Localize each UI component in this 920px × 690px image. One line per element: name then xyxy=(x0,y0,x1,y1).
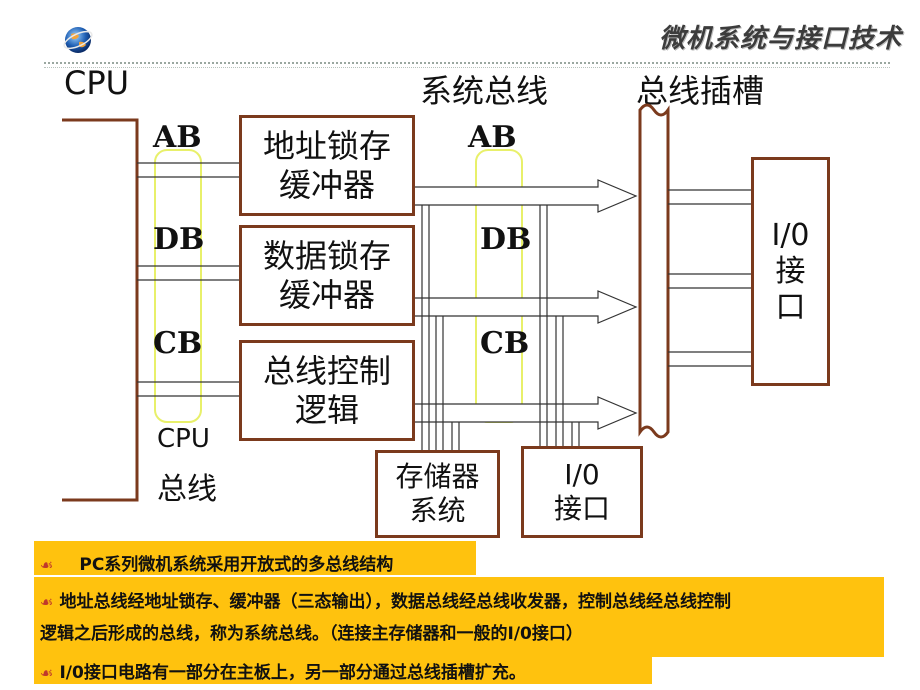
address-latch-box: 地址锁存 缓冲器 xyxy=(239,115,415,216)
note-text-2: 地址总线经地址锁存、缓冲器（三态输出），数据总线经总线收发器，控制总线经总线控制 xyxy=(59,592,731,612)
note-text-4: I/0接口电路有一部分在主板上，另一部分通过总线插槽扩充。 xyxy=(59,663,526,683)
right-cb-label: CB xyxy=(480,326,530,361)
address-latch-label: 地址锁存 缓冲器 xyxy=(262,127,391,204)
bus-control-label: 总线控制 逻辑 xyxy=(262,352,391,429)
left-cb-label: CB xyxy=(153,326,203,361)
io-interface-bottom-label: I/0 接口 xyxy=(553,458,610,525)
cpu-label: CPU xyxy=(64,64,130,102)
bus-control-box: 总线控制 逻辑 xyxy=(239,340,415,441)
globe-icon xyxy=(62,24,94,56)
note-bullet-icon: ☙ xyxy=(40,664,54,682)
slot-label: 总线插槽 xyxy=(636,72,765,110)
io-interface-right-label: I/0 接 口 xyxy=(771,217,810,325)
data-latch-box: 数据锁存 缓冲器 xyxy=(239,225,415,326)
note-bullet-icon: ☙ xyxy=(40,593,54,611)
header-title: 微机系统与接口技术 xyxy=(658,24,902,54)
right-db-label: DB xyxy=(480,222,532,257)
note-line-4: ☙ I/0接口电路有一部分在主板上，另一部分通过总线插槽扩充。 xyxy=(34,654,652,684)
memory-system-label: 存储器 系统 xyxy=(395,460,480,527)
io-interface-right-box: I/0 接 口 xyxy=(751,157,830,386)
data-latch-label: 数据锁存 缓冲器 xyxy=(262,237,391,314)
system-bus-label: 系统总线 xyxy=(420,72,549,110)
note-line-1: ☙ PC系列微机系统采用开放式的多总线结构 xyxy=(34,541,476,575)
cpu-bus-caption-line1: CPU xyxy=(157,424,210,454)
header-divider-2 xyxy=(44,67,890,68)
left-db-label: DB xyxy=(153,222,205,257)
note-text-3: 逻辑之后形成的总线，称为系统总线。（连接主存储器和一般的I/0接口） xyxy=(40,624,583,644)
memory-system-box: 存储器 系统 xyxy=(375,450,500,538)
left-ab-label: AB xyxy=(153,120,202,155)
note-bullet-icon: ☙ xyxy=(40,556,54,574)
note-block-2: ☙ 地址总线经地址锁存、缓冲器（三态输出），数据总线经总线收发器，控制总线经总线控… xyxy=(34,577,884,657)
header-divider xyxy=(44,62,890,64)
note-text-1: PC系列微机系统采用开放式的多总线结构 xyxy=(79,555,394,575)
cpu-bus-caption-line2: 总线 xyxy=(157,472,217,507)
right-ab-label: AB xyxy=(468,120,517,155)
io-interface-bottom-box: I/0 接口 xyxy=(521,446,643,538)
